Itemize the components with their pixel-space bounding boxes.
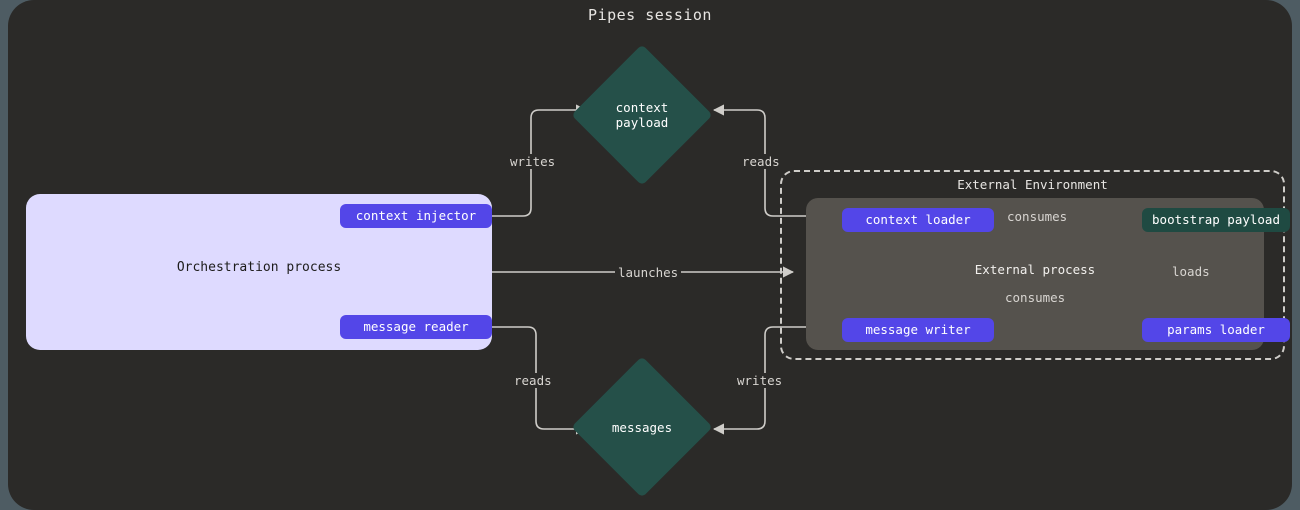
edge-label-loads: loads xyxy=(1169,264,1213,279)
node-message-writer[interactable]: message writer xyxy=(842,318,994,342)
external-process-label: External process xyxy=(974,262,1096,277)
datastore-label-line1: messages xyxy=(611,419,673,435)
node-bootstrap-payload[interactable]: bootstrap payload xyxy=(1142,208,1290,232)
datastore-context-payload[interactable]: context payload xyxy=(571,44,713,186)
orchestration-process-label: Orchestration process xyxy=(176,260,342,275)
datastore-label-line2: payload xyxy=(615,115,669,130)
datastore-context-payload-label: context payload xyxy=(583,56,701,174)
edge-label-writes-messages: writes xyxy=(734,373,786,388)
diagram-title: Pipes session xyxy=(588,6,712,24)
datastore-messages-label: messages xyxy=(583,368,701,486)
edge-label-writes-context: writes xyxy=(507,154,559,169)
diagram-canvas: Pipes session Orches xyxy=(8,0,1292,510)
edge-label-consumes-top: consumes xyxy=(1004,209,1071,224)
datastore-messages[interactable]: messages xyxy=(571,356,713,498)
edge-label-reads-context: reads xyxy=(739,154,783,169)
datastore-label-line1: context xyxy=(615,100,669,115)
external-environment-label: External Environment xyxy=(957,177,1108,192)
edge-label-consumes-mid: consumes xyxy=(1002,290,1069,305)
node-context-loader[interactable]: context loader xyxy=(842,208,994,232)
edge-label-launches: launches xyxy=(615,265,682,280)
node-context-injector[interactable]: context injector xyxy=(340,204,492,228)
edge-label-reads-messages: reads xyxy=(511,373,555,388)
orchestration-process-panel: Orchestration process context injector m… xyxy=(26,194,492,350)
node-message-reader[interactable]: message reader xyxy=(340,315,492,339)
node-params-loader[interactable]: params loader xyxy=(1142,318,1290,342)
